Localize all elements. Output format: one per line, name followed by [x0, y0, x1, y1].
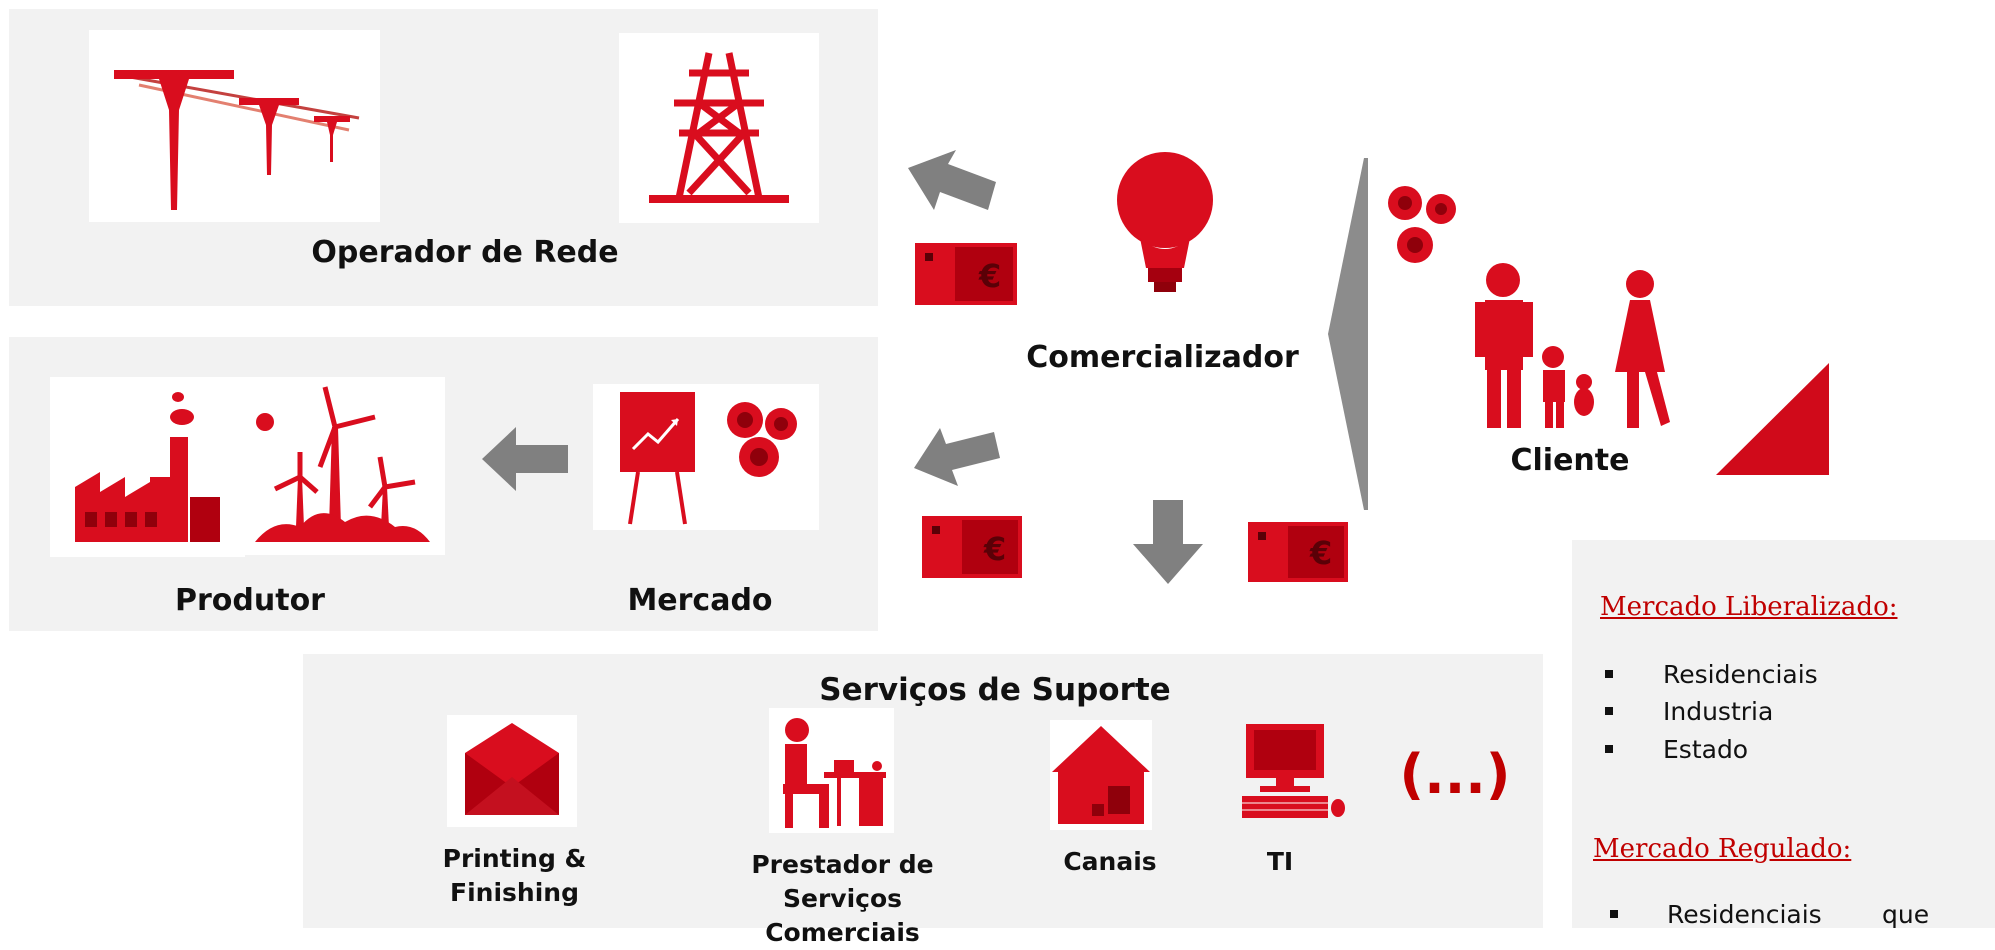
support-item-printing: Printing & Finishing [402, 842, 627, 910]
support-item-prestador-line1: Prestador de Serviços [751, 850, 934, 913]
lightbulb-icon [1117, 152, 1213, 292]
bullet-square-icon [1605, 707, 1613, 715]
info-box [1572, 540, 1995, 928]
payment-card-right-icon: € [1248, 522, 1348, 582]
liberalized-item-1-text: Residenciais [1663, 660, 1818, 689]
regulated-item-1-text: Residenciais [1667, 900, 1822, 929]
payment-card-mid-icon: € [922, 516, 1022, 578]
liberalized-item-2-text: Industria [1663, 697, 1774, 726]
red-triangle-decoration [1716, 363, 1829, 475]
support-item-printing-line1: Printing & [442, 844, 587, 873]
support-item-canais: Canais [1040, 845, 1180, 879]
bullet-square-icon [1610, 910, 1618, 918]
payment-card-icon: € [915, 243, 1017, 305]
liberalized-title: Mercado Liberalizado: [1600, 592, 1898, 622]
desk-worker-icon [783, 718, 886, 828]
arrow-left-icon [482, 427, 568, 491]
svg-text:€: € [978, 257, 1001, 295]
produtor-label: Produtor [175, 583, 325, 618]
support-item-ti-line1: TI [1266, 847, 1294, 876]
support-item-printing-line2: Finishing [450, 878, 579, 907]
regulated-title: Mercado Regulado: [1593, 834, 1852, 864]
envelope-icon [465, 723, 559, 815]
comercializador-label: Comercializador [1026, 340, 1299, 375]
arrow-down-icon [1133, 500, 1203, 584]
ellipsis-text: (...) [1399, 743, 1511, 806]
regulated-item-1: Residenciais que [1610, 900, 1960, 932]
support-item-canais-line1: Canais [1063, 847, 1157, 876]
liberalized-item-3-text: Estado [1663, 735, 1749, 764]
liberalized-item-3: Estado [1605, 735, 1905, 767]
computer-icon [1242, 724, 1345, 818]
support-item-prestador: Prestador de Serviços Comerciais [690, 848, 995, 950]
house-icon [1052, 726, 1150, 824]
family-icon [1475, 263, 1670, 428]
mercado-label: Mercado [627, 583, 773, 618]
market-chart-icon [620, 392, 695, 525]
wind-turbine-icon [255, 386, 430, 542]
support-item-prestador-line2: Comerciais [765, 918, 920, 947]
support-item-ti: TI [1230, 845, 1330, 879]
operador-label: Operador de Rede [311, 235, 619, 270]
bullet-square-icon [1605, 745, 1613, 753]
cliente-label: Cliente [1510, 443, 1630, 478]
factory-icon [75, 392, 220, 542]
bullet-square-icon [1605, 670, 1613, 678]
transmission-tower-icon [649, 52, 789, 203]
client-coins-icon [1388, 186, 1456, 263]
svg-text:€: € [983, 530, 1006, 568]
liberalized-item-1: Residenciais [1605, 660, 1905, 692]
arrow-up-left-top-icon [908, 150, 996, 210]
power-line-icon [114, 70, 360, 210]
tower-card [619, 33, 819, 223]
arrow-up-left-mid-icon [914, 428, 1000, 486]
coins-icon [727, 402, 797, 477]
support-title: Serviços de Suporte [819, 672, 1171, 708]
svg-text:€: € [1309, 534, 1332, 572]
bracket-divider-icon [1328, 158, 1368, 510]
regulated-item-1-cont: que [1882, 900, 1930, 929]
liberalized-item-2: Industria [1605, 697, 1905, 729]
